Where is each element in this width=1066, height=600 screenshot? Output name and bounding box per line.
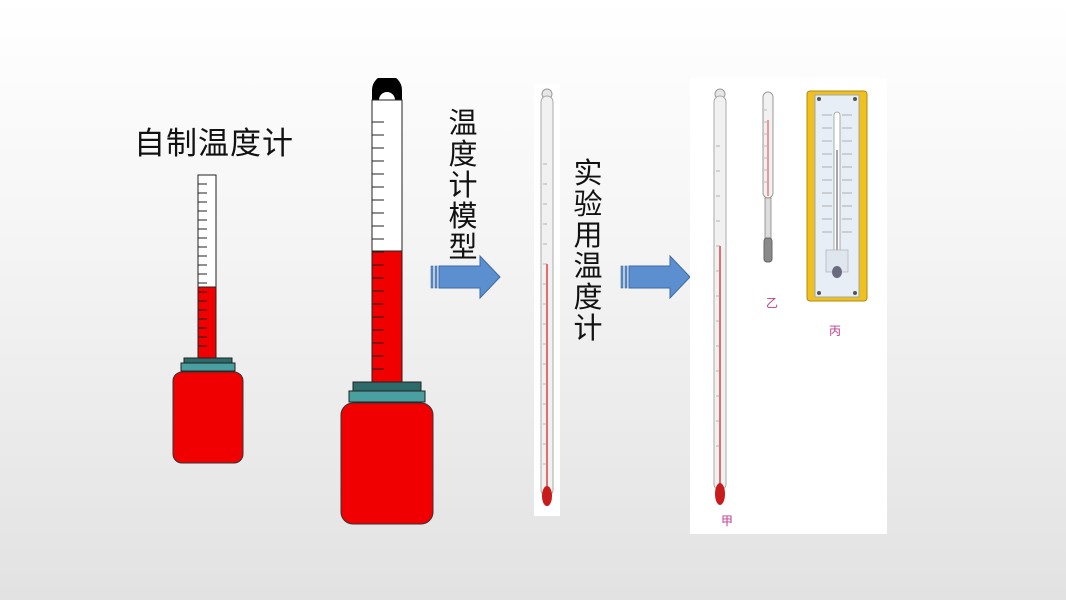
arrow-right-icon bbox=[430, 254, 501, 300]
label-bing: 丙 bbox=[829, 324, 842, 338]
thermometer-model-label: 温 度 计 模 型 bbox=[448, 106, 478, 264]
thermometer-yi bbox=[762, 91, 774, 263]
title-homemade-thermometer: 自制温度计 bbox=[134, 126, 294, 162]
label-jia: 甲 bbox=[721, 514, 734, 528]
lab-thermometer-label: 实 验 用 温 度 计 bbox=[573, 156, 603, 345]
thermometer-bing bbox=[806, 90, 868, 302]
thermometer-model-large bbox=[340, 78, 434, 525]
thermometer-jia bbox=[713, 88, 727, 505]
thermometer-types-panel: 甲 乙 bbox=[690, 78, 887, 534]
label-yi: 乙 bbox=[766, 296, 779, 310]
arrow-right-icon bbox=[620, 254, 691, 300]
lab-thermometer bbox=[534, 84, 560, 516]
homemade-thermometer-small bbox=[172, 174, 244, 464]
